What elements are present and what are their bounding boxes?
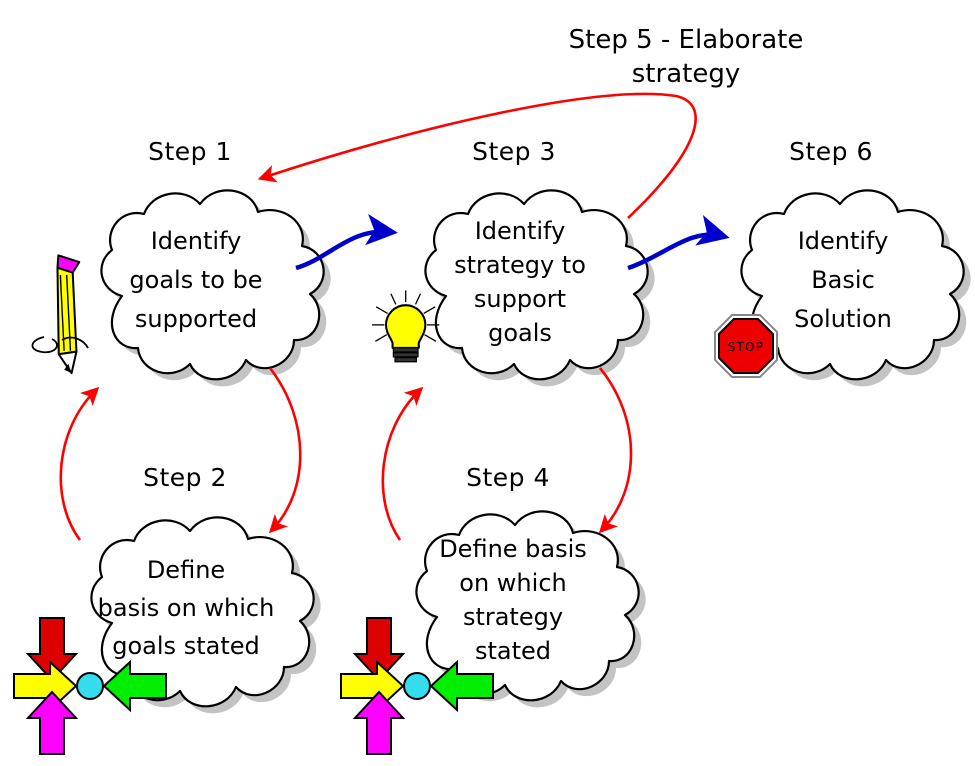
node-step4[interactable]: Step 4 Define basis on which strategy st… bbox=[340, 463, 646, 755]
step3-label: Step 3 bbox=[472, 137, 556, 166]
step3-text-line3: support bbox=[474, 285, 566, 313]
step4-text-line2: on which bbox=[459, 569, 566, 597]
edge-step1-to-step3 bbox=[295, 213, 398, 271]
lightbulb-icon bbox=[371, 289, 441, 363]
edge-step2-to-step1 bbox=[59, 386, 100, 541]
edge-step3-to-step6 bbox=[627, 215, 730, 271]
step4-label: Step 4 bbox=[466, 463, 550, 492]
step6-label: Step 6 bbox=[789, 137, 873, 166]
step1-text-line1: Identify bbox=[151, 227, 242, 255]
node-step3[interactable]: Step 3 Identify strategy to support goal… bbox=[371, 137, 655, 387]
pencil-squiggle-icon bbox=[31, 336, 89, 354]
step2-text-line2: basis on which bbox=[98, 594, 275, 622]
pencil-icon bbox=[23, 254, 106, 375]
step6-text-line2: Basic bbox=[811, 266, 875, 294]
edge-step4-to-step3 bbox=[381, 386, 424, 541]
node-step2[interactable]: Step 2 Define basis on which goals state… bbox=[13, 463, 321, 755]
step2-text-line1: Define bbox=[147, 556, 225, 584]
step4-text-line3: strategy bbox=[463, 603, 563, 631]
step1-text-line3: supported bbox=[135, 305, 257, 333]
edge-step3-to-step1-feedback bbox=[257, 92, 697, 219]
step6-text-line3: Solution bbox=[794, 305, 892, 333]
step1-text-line2: goals to be bbox=[129, 266, 262, 294]
step3-text-line4: goals bbox=[488, 319, 552, 347]
stop-sign-text: STOP bbox=[728, 340, 764, 354]
node-step1[interactable]: Step 1 Identify goals to be supported bbox=[23, 137, 331, 387]
step3-text-line1: Identify bbox=[475, 217, 566, 245]
stop-sign-icon: STOP bbox=[714, 314, 778, 378]
step6-text-line1: Identify bbox=[798, 227, 889, 255]
step2-label: Step 2 bbox=[143, 463, 227, 492]
step3-text-line2: strategy to bbox=[454, 251, 586, 279]
step4-text-line4: stated bbox=[475, 637, 551, 665]
step4-text-line1: Define basis bbox=[439, 535, 587, 563]
step1-label: Step 1 bbox=[148, 137, 232, 166]
step2-text-line3: goals stated bbox=[112, 632, 259, 660]
edge-step1-to-step2 bbox=[268, 367, 302, 534]
diagram-title-line1: Step 5 - Elaborate bbox=[569, 25, 804, 55]
diagram-title-line2: strategy bbox=[632, 59, 740, 89]
edge-step3-to-step4 bbox=[598, 367, 633, 534]
node-step6[interactable]: Step 6 Identify Basic Solution STOP bbox=[714, 137, 971, 387]
